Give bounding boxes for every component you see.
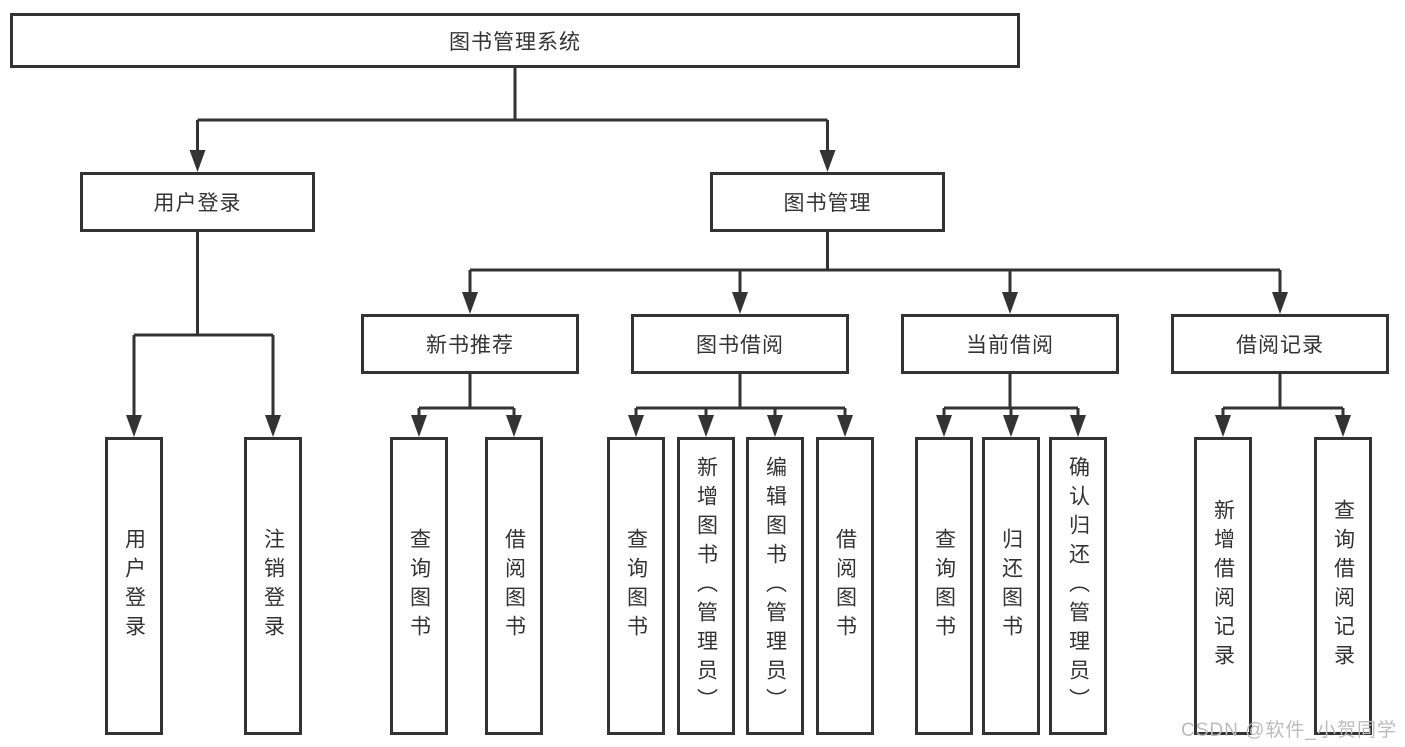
- node-new-book-recommendation: 新书推荐: [361, 314, 579, 374]
- node-leaf-query-borrow-record: 查询借阅记录: [1314, 437, 1372, 735]
- node-leaf-query-books: 查询图书: [607, 437, 665, 735]
- node-leaf-return-book: 归还图书: [982, 437, 1040, 735]
- leaf-label: 确认归还（管理员）: [1066, 455, 1090, 717]
- node-leaf-add-book-admin: 新增图书（管理员）: [677, 437, 735, 735]
- node-user-login: 用户登录: [80, 172, 315, 232]
- node-book-borrowing: 图书借阅: [631, 314, 849, 374]
- arrowheads: [126, 150, 1351, 437]
- node-borrowing-records: 借阅记录: [1171, 314, 1389, 374]
- node-leaf-borrow-books: 借阅图书: [816, 437, 874, 735]
- leaf-label: 注销登录: [261, 528, 285, 644]
- node-leaf-query-books: 查询图书: [390, 437, 448, 735]
- leaf-label: 借阅图书: [502, 528, 526, 644]
- node-leaf-logout: 注销登录: [244, 437, 302, 735]
- leaf-label: 新增图书（管理员）: [694, 455, 718, 717]
- leaf-label: 查询图书: [624, 528, 648, 644]
- node-leaf-add-borrow-record: 新增借阅记录: [1194, 437, 1252, 735]
- csdn-watermark: CSDN @软件_小贺同学: [1181, 720, 1397, 741]
- leaf-label: 归还图书: [999, 528, 1023, 644]
- leaf-label: 查询图书: [407, 528, 431, 644]
- leaf-label: 编辑图书（管理员）: [763, 455, 787, 717]
- leaf-label: 用户登录: [122, 528, 146, 644]
- node-leaf-borrow-books: 借阅图书: [485, 437, 543, 735]
- leaf-label: 查询借阅记录: [1331, 499, 1355, 673]
- leaf-label: 查询图书: [932, 528, 956, 644]
- node-current-borrowing: 当前借阅: [901, 314, 1119, 374]
- leaf-label: 新增借阅记录: [1211, 499, 1235, 673]
- node-leaf-edit-book-admin: 编辑图书（管理员）: [746, 437, 804, 735]
- node-book-management: 图书管理: [710, 172, 945, 232]
- node-root: 图书管理系统: [10, 13, 1020, 68]
- node-leaf-query-books: 查询图书: [915, 437, 973, 735]
- node-leaf-user-login: 用户登录: [105, 437, 163, 735]
- node-leaf-confirm-return-admin: 确认归还（管理员）: [1049, 437, 1107, 735]
- leaf-label: 借阅图书: [833, 528, 857, 644]
